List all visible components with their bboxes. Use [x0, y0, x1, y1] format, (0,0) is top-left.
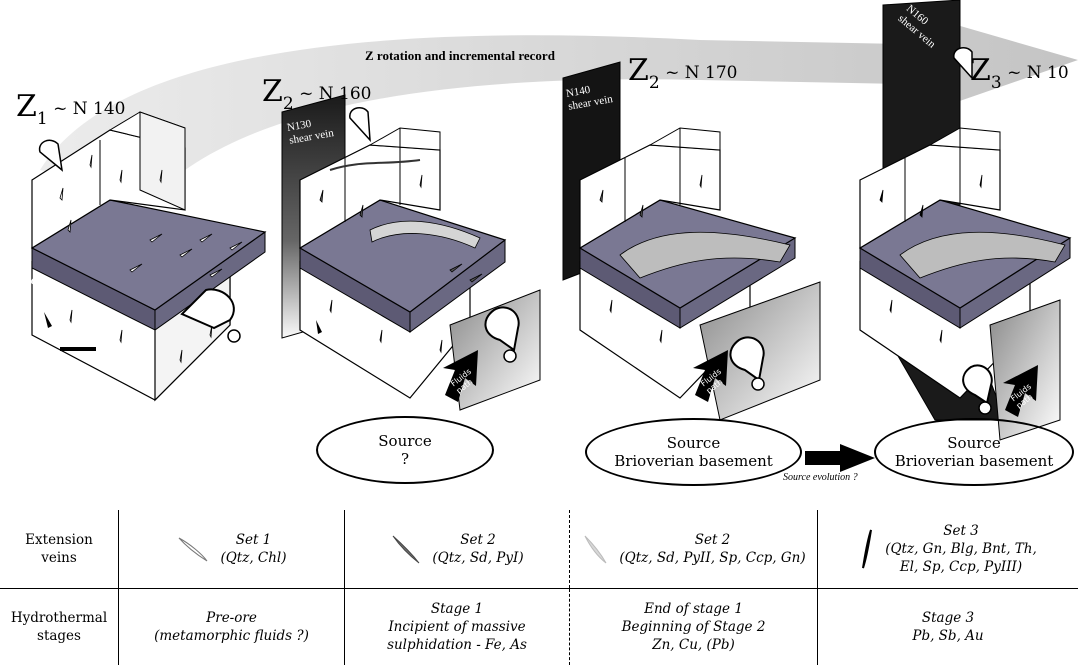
block-2: [281, 94, 541, 411]
source-ellipse-1: Source?: [316, 416, 494, 484]
set3-vein-icon: [862, 529, 873, 569]
block-1: [30, 111, 267, 402]
block-4: [858, 0, 1072, 441]
z-label-2: Z2 ~ N 160: [262, 74, 372, 115]
rotation-arrow: [40, 10, 1078, 200]
rotation-label: Z rotation and incremental record: [365, 48, 555, 63]
pre-ore-cell: Pre-ore(metamorphic fluids ?): [118, 588, 345, 665]
set2b-vein-icon: [584, 535, 607, 564]
set2b-cell: Set 2(Qtz, Sd, PyII, Sp, Ccp, Gn): [569, 510, 818, 589]
set1-vein-icon: [179, 537, 208, 562]
source-evolution-arrow: [805, 444, 875, 472]
z-label-3: Z2 ~ N 170: [628, 53, 738, 94]
block-diagram: [30, 0, 1078, 472]
fluid-path-arrow-3: [1003, 365, 1038, 417]
set2-cell: Set 2(Qtz, Sd, PyI): [344, 510, 570, 589]
fluid-path-arrow-1: [443, 350, 478, 402]
set3-cell: Set 3(Qtz, Gn, Blg, Bnt, Th,El, Sp, Ccp,…: [817, 510, 1078, 589]
z-label-4: Z3 ~ N 10: [970, 53, 1069, 94]
block-3: [562, 61, 821, 421]
z-label-1: Z1 ~ N 140: [16, 89, 126, 130]
fluid-path-arrow-2: [693, 350, 728, 402]
set1-cell: Set 1(Qtz, Chl): [118, 510, 345, 589]
set2-vein-icon: [392, 535, 420, 564]
source-evolution-label: Source evolution ?: [783, 472, 858, 483]
